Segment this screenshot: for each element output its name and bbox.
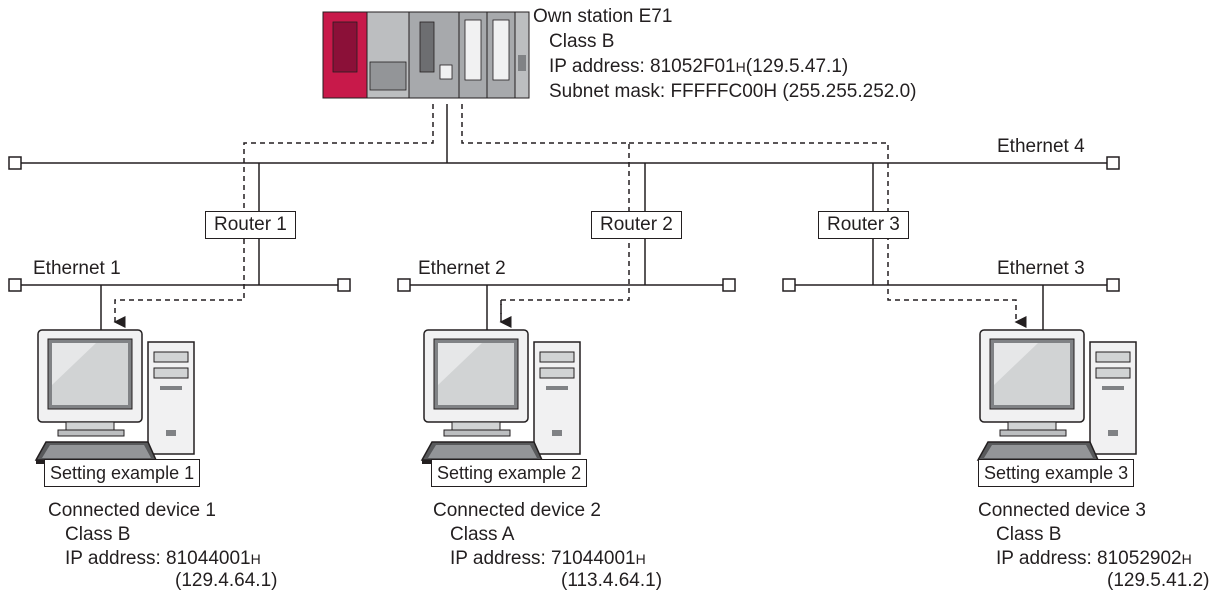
ethernet1-terminator-left	[8, 278, 22, 292]
own-station-class: Class B	[549, 31, 615, 52]
connected-device-2-ip: IP address: 71044001H	[450, 548, 646, 569]
own-station-subnet: Subnet mask: FFFFFC00H (255.255.252.0)	[549, 81, 917, 102]
ethernet4-label: Ethernet 4	[997, 136, 1085, 157]
own-station-ip: IP address: 81052F01H(129.5.47.1)	[549, 56, 849, 77]
setting-example-2: Setting example 2	[431, 459, 588, 487]
connected-device-2-computer	[421, 329, 581, 465]
ethernet3-label: Ethernet 3	[997, 258, 1085, 279]
connected-device-1-ip-decimal: (129.4.64.1)	[175, 570, 278, 591]
plc-own-station	[322, 11, 530, 99]
ethernet2-terminator-left	[397, 278, 411, 292]
setting-example-1: Setting example 1	[44, 459, 201, 487]
connected-device-3-computer	[977, 329, 1137, 465]
connected-device-3-ip: IP address: 81052902H	[996, 548, 1192, 569]
path-to-device3	[629, 142, 1027, 328]
setting-example-3: Setting example 3	[978, 459, 1135, 487]
ethernet4-terminator-left	[8, 156, 22, 170]
connected-device-3-ip-decimal: (129.5.41.2)	[1107, 570, 1210, 591]
ethernet3-terminator-right	[1106, 278, 1120, 292]
ethernet4-terminator-right	[1106, 156, 1120, 170]
connected-device-3-name: Connected device 3	[978, 500, 1146, 521]
router-3: Router 3	[818, 211, 909, 239]
connected-device-2-ip-decimal: (113.4.64.1)	[561, 570, 663, 591]
connected-device-1-class: Class B	[65, 524, 131, 545]
connected-device-3-class: Class B	[996, 524, 1062, 545]
connected-device-2-class: Class A	[450, 524, 515, 545]
ethernet1-terminator-right	[337, 278, 351, 292]
ethernet1-label: Ethernet 1	[33, 258, 121, 279]
connected-device-1-ip: IP address: 81044001H	[65, 548, 261, 569]
router-1: Router 1	[205, 211, 296, 239]
connected-device-1-name: Connected device 1	[48, 500, 216, 521]
connected-device-2-name: Connected device 2	[433, 500, 601, 521]
ethernet2-terminator-right	[722, 278, 736, 292]
own-station-title: Own station E71	[533, 6, 673, 27]
ethernet2-label: Ethernet 2	[418, 258, 506, 279]
ethernet3-terminator-left	[782, 278, 796, 292]
router-2: Router 2	[591, 211, 682, 239]
connected-device-1-computer	[35, 329, 195, 465]
